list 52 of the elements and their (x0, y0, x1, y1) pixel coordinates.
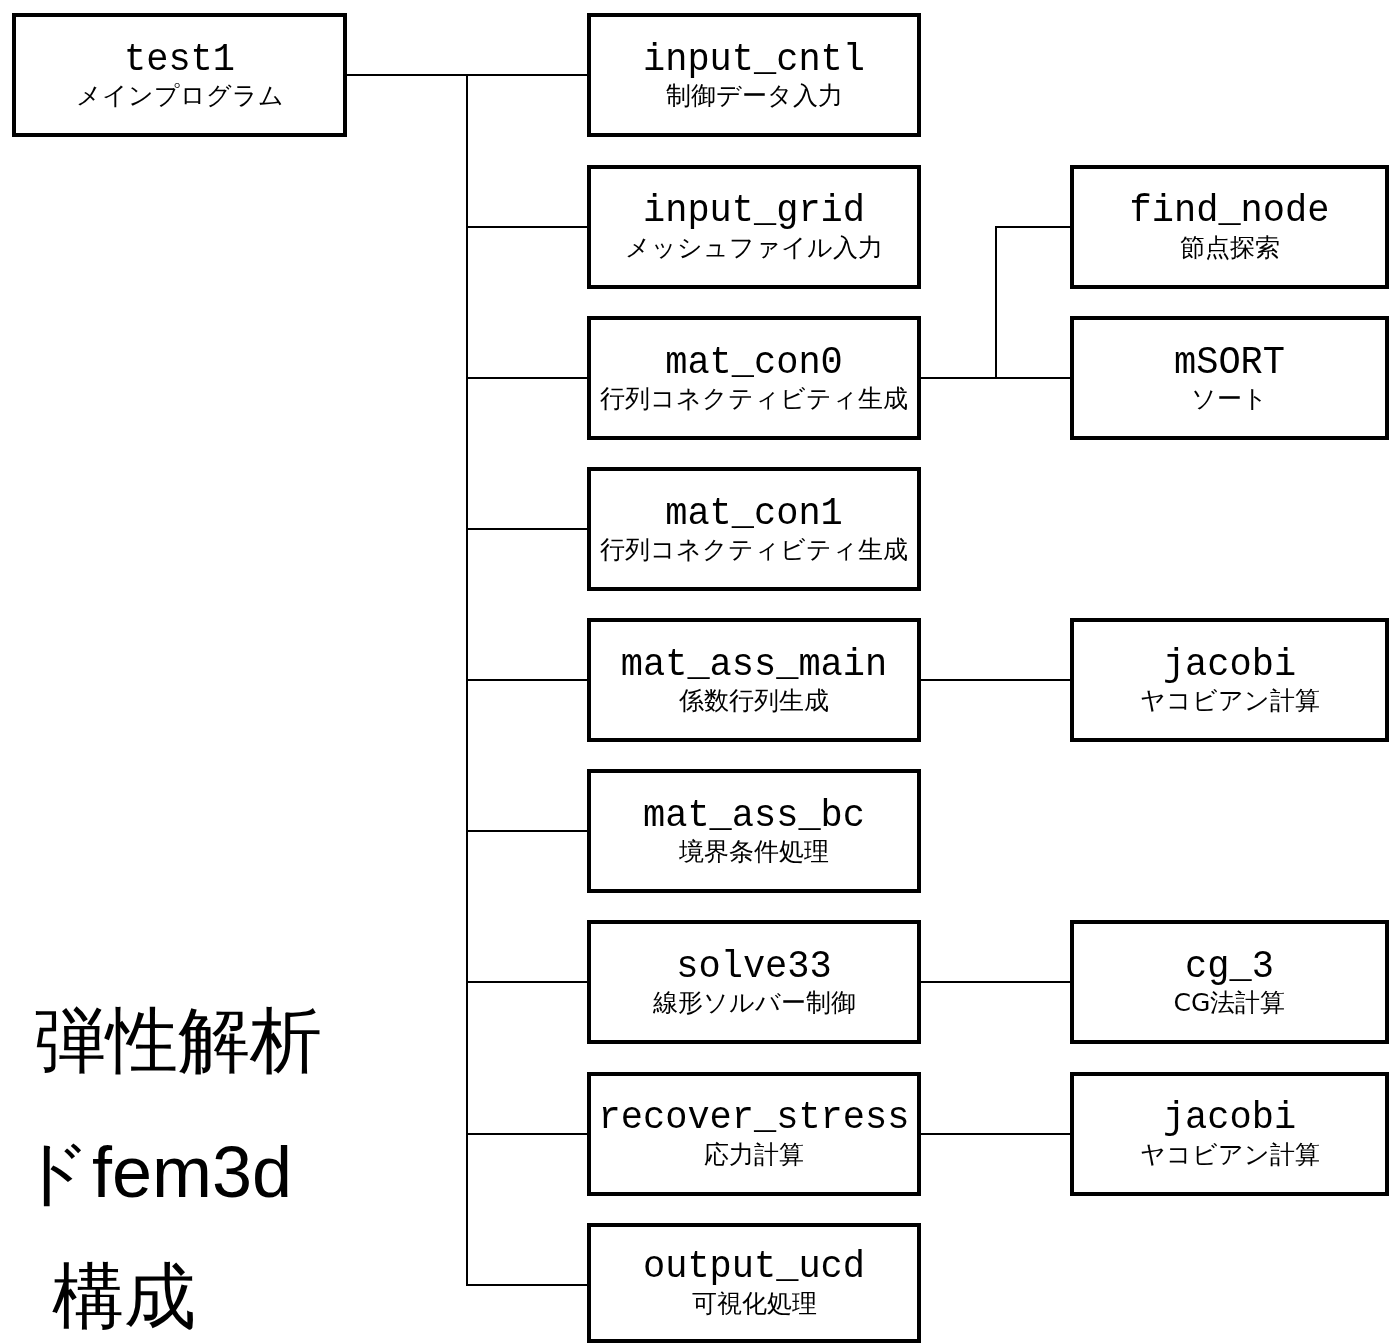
module-description: 係数行列生成 (679, 685, 829, 717)
module-name: jacobi (1162, 641, 1297, 687)
module-description: ヤコビアン計算 (1139, 1139, 1320, 1171)
module-description: 線形ソルバー制御 (652, 987, 856, 1019)
module-description: 行列コネクティビティ生成 (600, 534, 908, 566)
module-description: メインプログラム (75, 80, 284, 112)
connector-line (920, 679, 1071, 681)
title-text: 弾性解析 (34, 1000, 322, 1080)
module-name: mat_ass_bc (642, 792, 865, 838)
module-name: output_ucd (642, 1244, 865, 1290)
module-name: mat_con0 (665, 339, 843, 385)
connector-line (920, 981, 1071, 983)
module-box (587, 165, 921, 289)
module-description: 行列コネクティビティ生成 (600, 383, 908, 415)
module-name: jacobi (1162, 1095, 1297, 1141)
module-box (587, 920, 921, 1044)
module-description: 応力計算 (704, 1139, 804, 1171)
module-box (587, 1072, 921, 1196)
module-box (1070, 618, 1389, 742)
module-description: メッシュファイル入力 (625, 232, 883, 264)
module-name: input_cntl (642, 36, 865, 82)
module-name: test1 (124, 36, 235, 82)
module-box (587, 467, 921, 591)
module-description: CG法計算 (1173, 987, 1286, 1019)
title-text: ドfem3d (18, 1132, 293, 1212)
module-box (1070, 920, 1389, 1044)
module-box (587, 316, 921, 440)
title-text: 構成 (52, 1256, 196, 1336)
module-name: solve33 (676, 943, 832, 989)
module-box (587, 13, 921, 137)
module-name: mat_con1 (665, 490, 843, 536)
module-name: mat_ass_main (620, 641, 888, 687)
module-description: ソート (1191, 383, 1268, 415)
module-name: mSORT (1174, 339, 1285, 385)
module-box (587, 618, 921, 742)
module-box (587, 1223, 921, 1343)
module-description: ヤコビアン計算 (1139, 685, 1320, 717)
module-box (1070, 316, 1389, 440)
connector-line (920, 377, 1071, 379)
module-description: 可視化処理 (691, 1288, 817, 1320)
module-description: 境界条件処理 (679, 836, 829, 868)
module-box (587, 769, 921, 893)
module-box (1070, 165, 1389, 289)
module-name: cg_3 (1185, 943, 1274, 989)
connector-line (920, 1133, 1071, 1135)
module-description: 制御データ入力 (665, 80, 843, 112)
module-name: find_node (1129, 188, 1330, 234)
module-box (1070, 1072, 1389, 1196)
module-name: recover_stress (598, 1095, 910, 1141)
module-name: input_grid (642, 188, 865, 234)
module-box (12, 13, 347, 137)
module-description: 節点探索 (1179, 232, 1280, 264)
